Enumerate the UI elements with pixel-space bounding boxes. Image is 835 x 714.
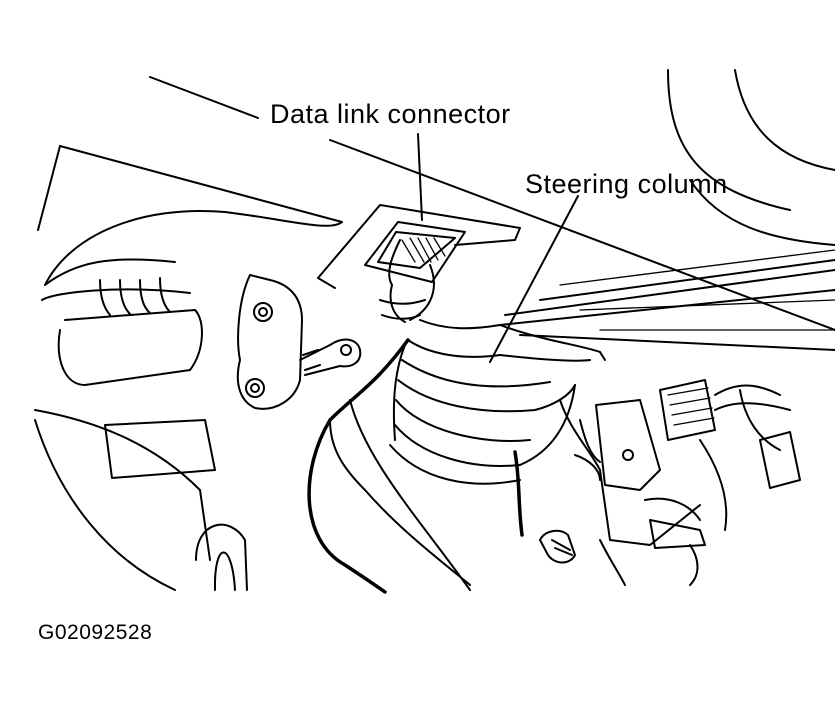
mounting-bracket	[236, 274, 362, 410]
figure-id: G02092528	[38, 621, 153, 644]
left-panel	[34, 210, 343, 591]
steering-column-label: Steering column	[525, 169, 728, 199]
data-link-connector-label: Data link connector	[270, 99, 511, 129]
steering-column	[389, 249, 835, 485]
right-wiring-harness	[539, 379, 801, 586]
lower-trim-edges	[307, 338, 524, 594]
data-link-connector-housing	[317, 204, 521, 323]
leader-lines	[417, 133, 579, 363]
